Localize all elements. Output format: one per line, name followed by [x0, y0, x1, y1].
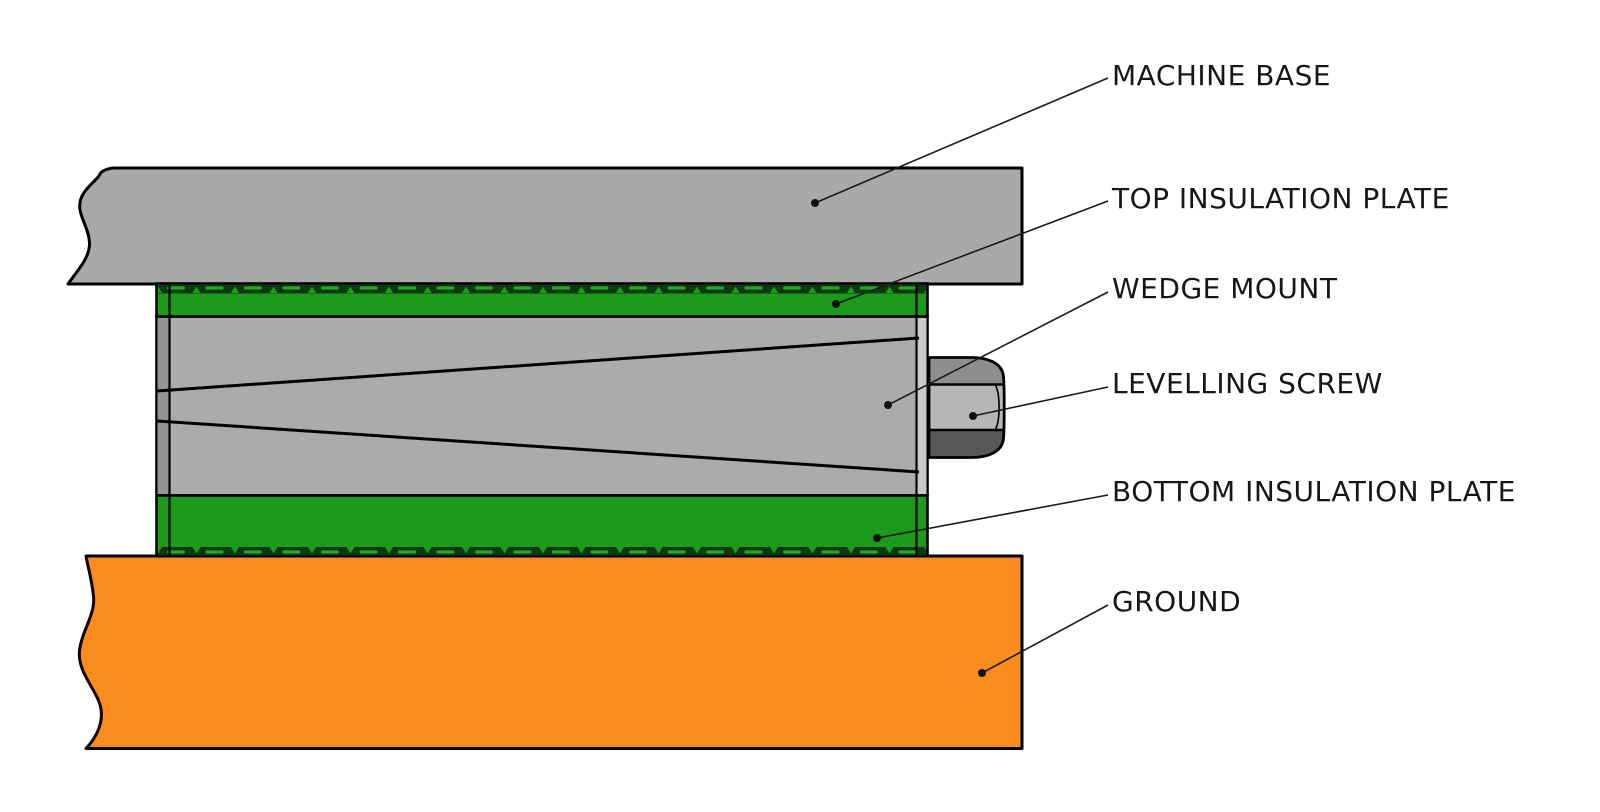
wedge-lower-split-line: [156, 419, 920, 474]
label-top-insulation-plate: TOP INSULATION PLATE: [1111, 182, 1450, 215]
wedge-mount-shape: [155, 315, 929, 497]
leader-line-machine-base: [814, 77, 1109, 204]
leader-dot-wedge-mount: [884, 401, 892, 409]
top-insulation-plate-rib-band: [158, 284, 926, 294]
leader-dot-levelling-screw: [969, 412, 977, 420]
ground-shape: [77, 554, 1024, 750]
leader-line-levelling-screw: [972, 386, 1109, 417]
bottom-insulation-plate-shape: [155, 494, 929, 558]
leader-line-ground: [981, 604, 1109, 674]
leader-line-wedge-mount: [887, 291, 1109, 406]
levelling-screw-shape: [927, 356, 1006, 459]
leader-dot-top-insulation-plate: [832, 300, 840, 308]
leader-dot-ground: [978, 669, 986, 677]
label-bottom-insulation-plate: BOTTOM INSULATION PLATE: [1112, 475, 1516, 508]
machine-base-shape: [66, 166, 1024, 286]
bottom-insulation-plate-rib-band: [158, 547, 926, 556]
leader-line-bottom-insulation-plate: [876, 494, 1109, 539]
label-ground: GROUND: [1112, 585, 1241, 618]
leader-dot-bottom-insulation-plate: [873, 534, 881, 542]
label-machine-base: MACHINE BASE: [1112, 59, 1331, 92]
wedge-mount-left-wall: [157, 318, 169, 494]
wedge-mount-right-wall: [917, 318, 927, 494]
label-wedge-mount: WEDGE MOUNT: [1112, 272, 1338, 305]
leader-dot-machine-base: [811, 199, 819, 207]
leader-line-top-insulation-plate: [835, 200, 1109, 305]
label-levelling-screw: LEVELLING SCREW: [1112, 367, 1383, 400]
levelling-screw-mid-facet: [929, 384, 1005, 430]
wedge-upper-split-line: [156, 336, 920, 393]
